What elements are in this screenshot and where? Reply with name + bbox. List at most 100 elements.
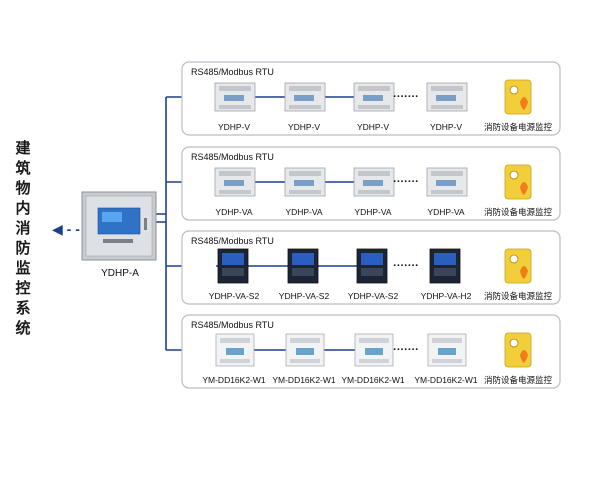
- fire-monitor-label: 消防设备电源监控: [484, 375, 553, 385]
- system-title-char: 监: [15, 259, 31, 277]
- device-terminals: [358, 86, 390, 91]
- device: [429, 248, 461, 284]
- fire-monitor-label: 消防设备电源监控: [484, 207, 553, 217]
- alarm-button-icon: [509, 338, 519, 348]
- device-model-label: YDHP-VA-H2: [421, 291, 472, 301]
- device-display: [363, 95, 383, 101]
- device-row: RS485/Modbus RTU YDHP-VA-S2 YDHP-VA-S2 YDHP…: [181, 230, 561, 305]
- device-terminals: [219, 105, 251, 109]
- alarm-button-icon: [509, 170, 519, 180]
- device-display: [294, 180, 314, 186]
- bus-trunk: [156, 213, 166, 223]
- device-display: [434, 253, 456, 265]
- device-terminals: [289, 86, 321, 91]
- device-model-label: YM-DD16K2-W1: [341, 375, 405, 385]
- system-title-char: 防: [15, 239, 31, 257]
- device: [214, 167, 256, 197]
- device: [426, 82, 468, 112]
- fire-monitor-icon: [504, 164, 532, 200]
- device-model-label: YDHP-VA: [354, 207, 391, 217]
- device-model-label: YDHP-VA-S2: [279, 291, 330, 301]
- main-controller-unit: [81, 191, 157, 261]
- device-row: RS485/Modbus RTU YM-DD16K2-W1 YM-DD16K2-W1…: [181, 314, 561, 389]
- device-model-label: YDHP-VA-S2: [209, 291, 260, 301]
- device-keys: [292, 268, 314, 276]
- device-model-label: YDHP-V: [218, 122, 250, 132]
- fire-monitor-panel: [504, 79, 532, 115]
- device-terminals: [358, 190, 390, 194]
- ellipsis-dots: ·······: [393, 344, 419, 356]
- device-keys: [361, 268, 383, 276]
- device: [426, 167, 468, 197]
- flame-icon: [520, 97, 528, 110]
- device: [353, 82, 395, 112]
- arrow-left-icon: ◀ - -: [52, 221, 80, 237]
- device-display: [361, 253, 383, 265]
- device-display: [294, 95, 314, 101]
- device-model-label: YDHP-VA: [285, 207, 322, 217]
- device-display: [438, 348, 456, 355]
- ellipsis-dots: ·······: [393, 176, 419, 188]
- device-terminals: [290, 359, 320, 363]
- device-terminals: [359, 338, 389, 343]
- device-model-label: YDHP-VA-S2: [348, 291, 399, 301]
- system-title-char: 物: [15, 179, 31, 197]
- device-terminals: [220, 338, 250, 343]
- main-unit-screen-panel: [102, 212, 122, 222]
- bus-protocol-label: RS485/Modbus RTU: [191, 152, 274, 162]
- system-title-char: 内: [15, 199, 31, 217]
- device-model-label: YDHP-VA: [427, 207, 464, 217]
- bus-protocol-label: RS485/Modbus RTU: [191, 320, 274, 330]
- device: [427, 333, 467, 367]
- device-terminals: [219, 86, 251, 91]
- fire-monitor-icon: [504, 332, 532, 368]
- device-terminals: [358, 171, 390, 176]
- device-display: [436, 95, 456, 101]
- device-terminals: [431, 86, 463, 91]
- device: [285, 333, 325, 367]
- device-terminals: [431, 105, 463, 109]
- device-model-label: YDHP-V: [430, 122, 462, 132]
- device-terminals: [289, 105, 321, 109]
- device: [353, 167, 395, 197]
- ellipsis-dots: ·······: [393, 260, 419, 272]
- main-unit-label: YDHP-A: [101, 268, 139, 279]
- fire-monitor-icon: [504, 248, 532, 284]
- device: [284, 82, 326, 112]
- device-terminals: [358, 105, 390, 109]
- device: [284, 167, 326, 197]
- fire-monitor-icon: [504, 79, 532, 115]
- device-display: [226, 348, 244, 355]
- device-terminals: [431, 190, 463, 194]
- device-terminals: [220, 359, 250, 363]
- bus-protocol-label: RS485/Modbus RTU: [191, 236, 274, 246]
- main-unit-keypad: [103, 239, 133, 243]
- system-title-char: 筑: [15, 159, 31, 177]
- device: [215, 333, 255, 367]
- system-title-char: 控: [15, 279, 31, 297]
- device-keys: [434, 268, 456, 276]
- device-keys: [222, 268, 244, 276]
- device-display: [292, 253, 314, 265]
- fire-monitor-label: 消防设备电源监控: [484, 122, 553, 132]
- device: [354, 333, 394, 367]
- device-model-label: YM-DD16K2-W1: [272, 375, 336, 385]
- system-title-char: 统: [15, 319, 31, 337]
- system-title-char: 消: [15, 219, 31, 237]
- bus-protocol-label: RS485/Modbus RTU: [191, 67, 274, 77]
- device: [287, 248, 319, 284]
- device-terminals: [432, 338, 462, 343]
- device-display: [296, 348, 314, 355]
- fire-monitor-label: 消防设备电源监控: [484, 291, 553, 301]
- ellipsis-dots: ·······: [393, 91, 419, 103]
- system-title-char: 建: [15, 139, 31, 157]
- device-terminals: [359, 359, 389, 363]
- device-display: [224, 180, 244, 186]
- device-model-label: YM-DD16K2-W1: [414, 375, 478, 385]
- device-terminals: [219, 190, 251, 194]
- device-terminals: [219, 171, 251, 176]
- alarm-button-icon: [509, 85, 519, 95]
